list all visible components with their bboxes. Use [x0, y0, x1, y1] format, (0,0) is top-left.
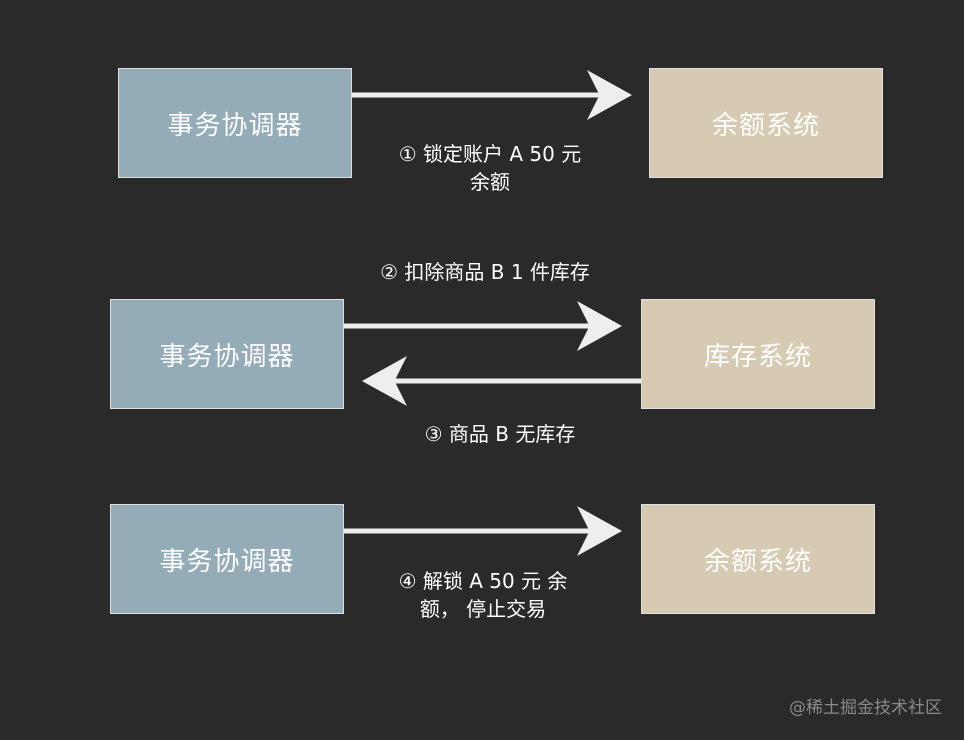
- step1-label: ① 锁定账户 A 50 元 余额: [370, 140, 610, 196]
- balance-system-box-1: 余额系统: [649, 68, 883, 178]
- balance-system-box-2-label: 余额系统: [703, 546, 812, 577]
- coordinator-box-3: 事务协调器: [110, 504, 344, 614]
- coordinator-box-2-label: 事务协调器: [159, 341, 295, 372]
- inventory-system-box-label: 库存系统: [703, 341, 812, 372]
- step3-label-text: ③ 商品 B 无库存: [424, 422, 576, 446]
- step1-label-line1: ① 锁定账户 A 50 元: [398, 142, 582, 166]
- step1-label-line2: 余额: [470, 170, 510, 194]
- step2-label-text: ② 扣除商品 B 1 件库存: [380, 260, 590, 284]
- coordinator-box-3-label: 事务协调器: [159, 546, 295, 577]
- inventory-system-box: 库存系统: [641, 299, 875, 409]
- balance-system-box-1-label: 余额系统: [711, 110, 820, 141]
- step4-label-line1: ④ 解锁 A 50 元 余: [398, 569, 568, 593]
- step2-label: ② 扣除商品 B 1 件库存: [330, 258, 640, 286]
- coordinator-box-1: 事务协调器: [118, 68, 352, 178]
- balance-system-box-2: 余额系统: [641, 504, 875, 614]
- coordinator-box-2: 事务协调器: [110, 299, 344, 409]
- step4-label-line2: 额， 停止交易: [419, 597, 547, 621]
- step4-label: ④ 解锁 A 50 元 余 额， 停止交易: [368, 567, 598, 623]
- watermark: @稀土掘金技术社区: [789, 698, 942, 718]
- coordinator-box-1-label: 事务协调器: [167, 110, 303, 141]
- step3-label: ③ 商品 B 无库存: [380, 420, 620, 448]
